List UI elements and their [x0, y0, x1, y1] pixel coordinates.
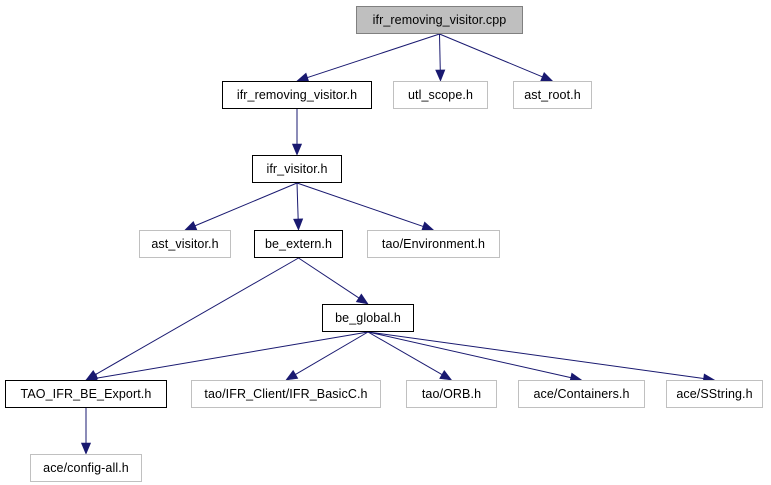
graph-node-TAO_IFR_BE_Export_h[interactable]: TAO_IFR_BE_Export.h: [5, 380, 167, 408]
graph-edge-ifr_visitor_h-to-be_extern_h: [296, 182, 299, 220]
graph-edge-be_global_h-to-ace_Containers_h: [367, 331, 571, 379]
graph-edge-arrowhead: [80, 442, 92, 455]
graph-edge-be_global_h-to-tao_ORB_h: [367, 331, 443, 375]
graph-node-label: ace/Containers.h: [533, 386, 630, 401]
graph-edge-ifr_removing_visitor_cpp-to-ifr_removing_visitor_h: [307, 33, 440, 79]
graph-node-ifr_removing_visitor_h[interactable]: ifr_removing_visitor.h: [222, 81, 372, 109]
graph-edge-ifr_removing_visitor_cpp-to-utl_scope_h: [439, 33, 441, 71]
graph-node-label: tao/IFR_Client/IFR_BasicC.h: [204, 386, 368, 401]
graph-node-label: TAO_IFR_BE_Export.h: [20, 386, 152, 401]
graph-edge-be_extern_h-to-be_global_h: [298, 257, 360, 299]
graph-node-ifr_visitor_h[interactable]: ifr_visitor.h: [252, 155, 342, 183]
graph-node-label: tao/Environment.h: [381, 236, 486, 251]
graph-edge-be_extern_h-to-TAO_IFR_BE_Export_h: [95, 257, 299, 375]
graph-edge-ifr_visitor_h-to-ast_visitor_h: [194, 182, 298, 227]
graph-node-ace_Containers_h[interactable]: ace/Containers.h: [518, 380, 645, 408]
graph-node-label: ifr_removing_visitor.h: [236, 87, 358, 102]
graph-edge-arrowhead: [184, 220, 198, 231]
graph-edge-arrowhead: [435, 69, 446, 82]
graph-node-label: ifr_visitor.h: [266, 161, 328, 176]
graph-node-be_extern_h[interactable]: be_extern.h: [254, 230, 343, 258]
graph-edge-arrowhead: [285, 369, 299, 381]
graph-node-label: ace/config-all.h: [43, 460, 129, 475]
graph-node-ace_SString_h[interactable]: ace/SString.h: [666, 380, 763, 408]
graph-edge-ifr_removing_visitor_cpp-to-ast_root_h: [439, 33, 543, 78]
graph-node-utl_scope_h[interactable]: utl_scope.h: [393, 81, 488, 109]
graph-edge-arrowhead: [293, 218, 304, 231]
graph-edge-arrowhead: [540, 71, 554, 82]
graph-node-label: ast_visitor.h: [151, 236, 219, 251]
graph-node-be_global_h[interactable]: be_global.h: [322, 304, 414, 332]
graph-node-ast_visitor_h[interactable]: ast_visitor.h: [139, 230, 231, 258]
graph-node-ifr_removing_visitor_cpp[interactable]: ifr_removing_visitor.cpp: [356, 6, 523, 34]
graph-edge-be_global_h-to-TAO_IFR_BE_Export_h: [96, 331, 369, 379]
graph-node-ast_root_h[interactable]: ast_root.h: [513, 81, 592, 109]
graph-node-tao_IFR_Client_IFR_BasicC_h[interactable]: tao/IFR_Client/IFR_BasicC.h: [191, 380, 381, 408]
graph-edge-be_global_h-to-ace_SString_h: [367, 331, 704, 379]
graph-node-label: ace/SString.h: [676, 386, 753, 401]
graph-node-label: be_extern.h: [264, 236, 333, 251]
graph-node-label: ast_root.h: [524, 87, 581, 102]
graph-node-label: tao/ORB.h: [421, 386, 482, 401]
graph-edge-arrowhead: [355, 293, 369, 305]
graph-edge-be_global_h-to-tao_IFR_Client_IFR_BasicC_h: [295, 331, 369, 375]
graph-edge-arrowhead: [439, 369, 453, 381]
graph-node-label: be_global.h: [335, 310, 401, 325]
graph-node-tao_ORB_h[interactable]: tao/ORB.h: [406, 380, 497, 408]
graph-node-tao_Environment_h[interactable]: tao/Environment.h: [367, 230, 500, 258]
graph-edge-arrowhead: [291, 143, 303, 156]
graph-node-label: ifr_removing_visitor.cpp: [372, 12, 507, 27]
graph-edge-ifr_visitor_h-to-tao_Environment_h: [296, 182, 424, 227]
graph-node-ace_config_all_h[interactable]: ace/config-all.h: [30, 454, 142, 482]
graph-node-label: utl_scope.h: [407, 87, 474, 102]
